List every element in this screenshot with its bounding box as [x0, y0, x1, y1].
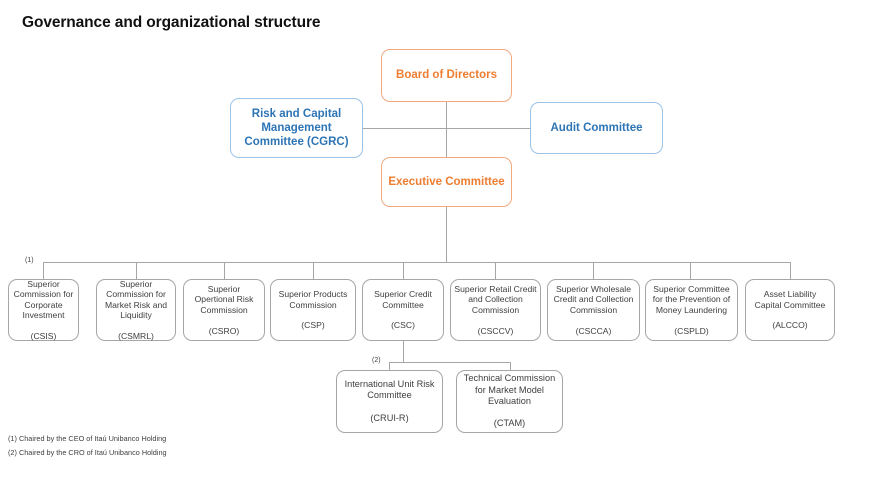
connector-bus-drop-6	[495, 262, 496, 279]
node-label: Superior Credit Committee (CSC)	[374, 289, 432, 331]
connector-bus-drop-9	[790, 262, 791, 279]
node-subcommission-crui-r[interactable]: International Unit Risk Committee (CRUI-…	[336, 370, 443, 433]
connector-bus-drop-3	[224, 262, 225, 279]
node-label: Superior Wholesale Credit and Collection…	[553, 283, 634, 336]
node-label: Superior Commission for Corporate Invest…	[13, 278, 74, 341]
node-commission-csis[interactable]: Superior Commission for Corporate Invest…	[8, 279, 79, 341]
node-commission-csmrl[interactable]: Superior Commission for Market Risk and …	[96, 279, 176, 341]
connector-commissions-bus	[43, 262, 791, 263]
node-commission-alcco[interactable]: Asset Liability Capital Committee (ALCCO…	[745, 279, 835, 341]
node-label: Risk and Capital Management Committee (C…	[244, 107, 349, 148]
node-label: Superior Retail Credit and Collection Co…	[454, 283, 537, 336]
node-label: International Unit Risk Committee (CRUI-…	[344, 379, 435, 423]
connector-csc-to-subbus	[403, 341, 404, 363]
connector-executive-to-bus	[446, 207, 447, 263]
connector-bus-drop-1	[43, 262, 44, 279]
node-label: Asset Liability Capital Committee (ALCCO…	[754, 289, 826, 331]
connector-bus-drop-7	[593, 262, 594, 279]
connector-subbus-drop-2	[510, 362, 511, 371]
node-commission-csc[interactable]: Superior Credit Committee (CSC)	[362, 279, 444, 341]
connector-bus-drop-5	[403, 262, 404, 279]
footnote-one: (1) Chaired by the CEO of Itaú Unibanco …	[8, 434, 167, 443]
node-commission-csro[interactable]: Superior Opertional Risk Commission (CSR…	[183, 279, 265, 341]
node-commission-csp[interactable]: Superior Products Commission (CSP)	[270, 279, 356, 341]
node-commission-cspld[interactable]: Superior Committee for the Prevention of…	[645, 279, 738, 341]
node-risk-and-capital-management-committee[interactable]: Risk and Capital Management Committee (C…	[230, 98, 363, 158]
footnote-two: (2) Chaired by the CRO of Itaú Unibanco …	[8, 448, 167, 457]
connector-cgrc-to-audit	[362, 128, 531, 129]
footnote-marker-one: (1)	[25, 257, 34, 264]
node-label: Superior Opertional Risk Commission (CSR…	[194, 283, 254, 336]
connector-board-to-executive	[446, 101, 447, 158]
connector-bus-drop-8	[690, 262, 691, 279]
node-label: Executive Committee	[388, 175, 505, 188]
page-title: Governance and organizational structure	[22, 14, 321, 31]
node-board-of-directors[interactable]: Board of Directors	[381, 49, 512, 102]
node-commission-csccv[interactable]: Superior Retail Credit and Collection Co…	[450, 279, 541, 341]
connector-subbus-drop-1	[389, 362, 390, 371]
node-commission-cscca[interactable]: Superior Wholesale Credit and Collection…	[547, 279, 640, 341]
connector-bus-drop-4	[313, 262, 314, 279]
footnote-marker-two: (2)	[372, 357, 381, 364]
node-label: Superior Commission for Market Risk and …	[104, 278, 168, 341]
node-label: Technical Commission for Market Model Ev…	[463, 373, 556, 429]
node-label: Superior Products Commission (CSP)	[278, 289, 348, 331]
node-audit-committee[interactable]: Audit Committee	[530, 102, 663, 154]
node-executive-committee[interactable]: Executive Committee	[381, 157, 512, 207]
node-label: Superior Committee for the Prevention of…	[652, 283, 731, 336]
node-subcommission-ctam[interactable]: Technical Commission for Market Model Ev…	[456, 370, 563, 433]
node-label: Board of Directors	[396, 69, 497, 82]
connector-subcommissions-bus	[389, 362, 511, 363]
connector-bus-drop-2	[136, 262, 137, 279]
node-label: Audit Committee	[550, 121, 643, 134]
